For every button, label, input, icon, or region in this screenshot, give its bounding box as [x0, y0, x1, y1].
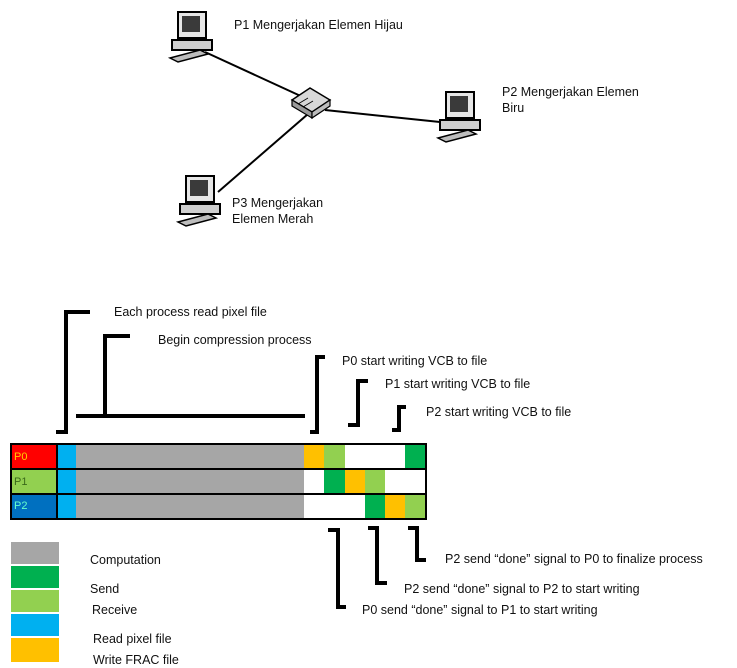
legend-swatch-send — [11, 566, 59, 588]
bracket-p2-done-finalize — [408, 526, 426, 562]
bracket-p0-done — [328, 528, 346, 609]
computer-p3-icon — [175, 175, 221, 227]
legend-swatch-computation — [11, 542, 59, 564]
timeline-chart — [10, 443, 427, 520]
computer-p2-icon — [435, 91, 481, 143]
legend-label-receive: Receive — [92, 603, 138, 617]
annotation-p2-write: P2 start writing VCB to file — [426, 405, 572, 419]
bracket-p2-write — [392, 405, 406, 432]
legend-swatch-receive — [11, 590, 59, 612]
network-hub-icon — [290, 87, 332, 120]
annotation-begin-compression: Begin compression process — [158, 333, 312, 347]
bracket-p1-write — [348, 379, 368, 427]
annotation-p0-done: P0 send “done” signal to P1 to start wri… — [362, 603, 598, 617]
annotation-read-pixel: Each process read pixel file — [114, 305, 267, 319]
cable-p1 — [204, 51, 306, 99]
computer-p1-icon — [167, 11, 213, 63]
legend-swatch-write-frac — [11, 638, 59, 662]
row-label-p2: P2 — [14, 500, 28, 512]
bracket-begin-compression — [76, 334, 305, 418]
legend-label-read-pixel: Read pixel file — [93, 632, 172, 646]
p1-label: P1 Mengerjakan Elemen Hijau — [234, 18, 403, 32]
annotation-p2-done-writing: P2 send “done” signal to P2 to start wri… — [404, 582, 640, 596]
row-label-p1: P1 — [14, 476, 28, 488]
cable-p2 — [324, 109, 441, 123]
p3-label: P3 Mengerjakan Elemen Merah — [232, 196, 324, 226]
top-brackets — [56, 310, 406, 434]
bottom-brackets — [328, 526, 426, 609]
cable-p3 — [217, 113, 309, 193]
bracket-read-pixel — [56, 310, 90, 434]
annotation-p2-done-finalize: P2 send “done” signal to P0 to finalize … — [445, 552, 703, 566]
annotation-p1-write: P1 start writing VCB to file — [385, 377, 531, 391]
annotation-p0-write: P0 start writing VCB to file — [342, 354, 488, 368]
legend-label-send: Send — [90, 582, 120, 596]
legend-label-computation: Computation — [90, 553, 161, 567]
p2-label: P2 Mengerjakan Elemen Biru — [502, 85, 639, 115]
legend-label-write-frac: Write FRAC file — [93, 653, 179, 667]
bracket-p2-done-writing — [368, 526, 387, 585]
legend-swatch-read-pixel — [11, 614, 59, 636]
bracket-p0-write — [310, 355, 325, 434]
row-label-p0: P0 — [14, 451, 28, 463]
